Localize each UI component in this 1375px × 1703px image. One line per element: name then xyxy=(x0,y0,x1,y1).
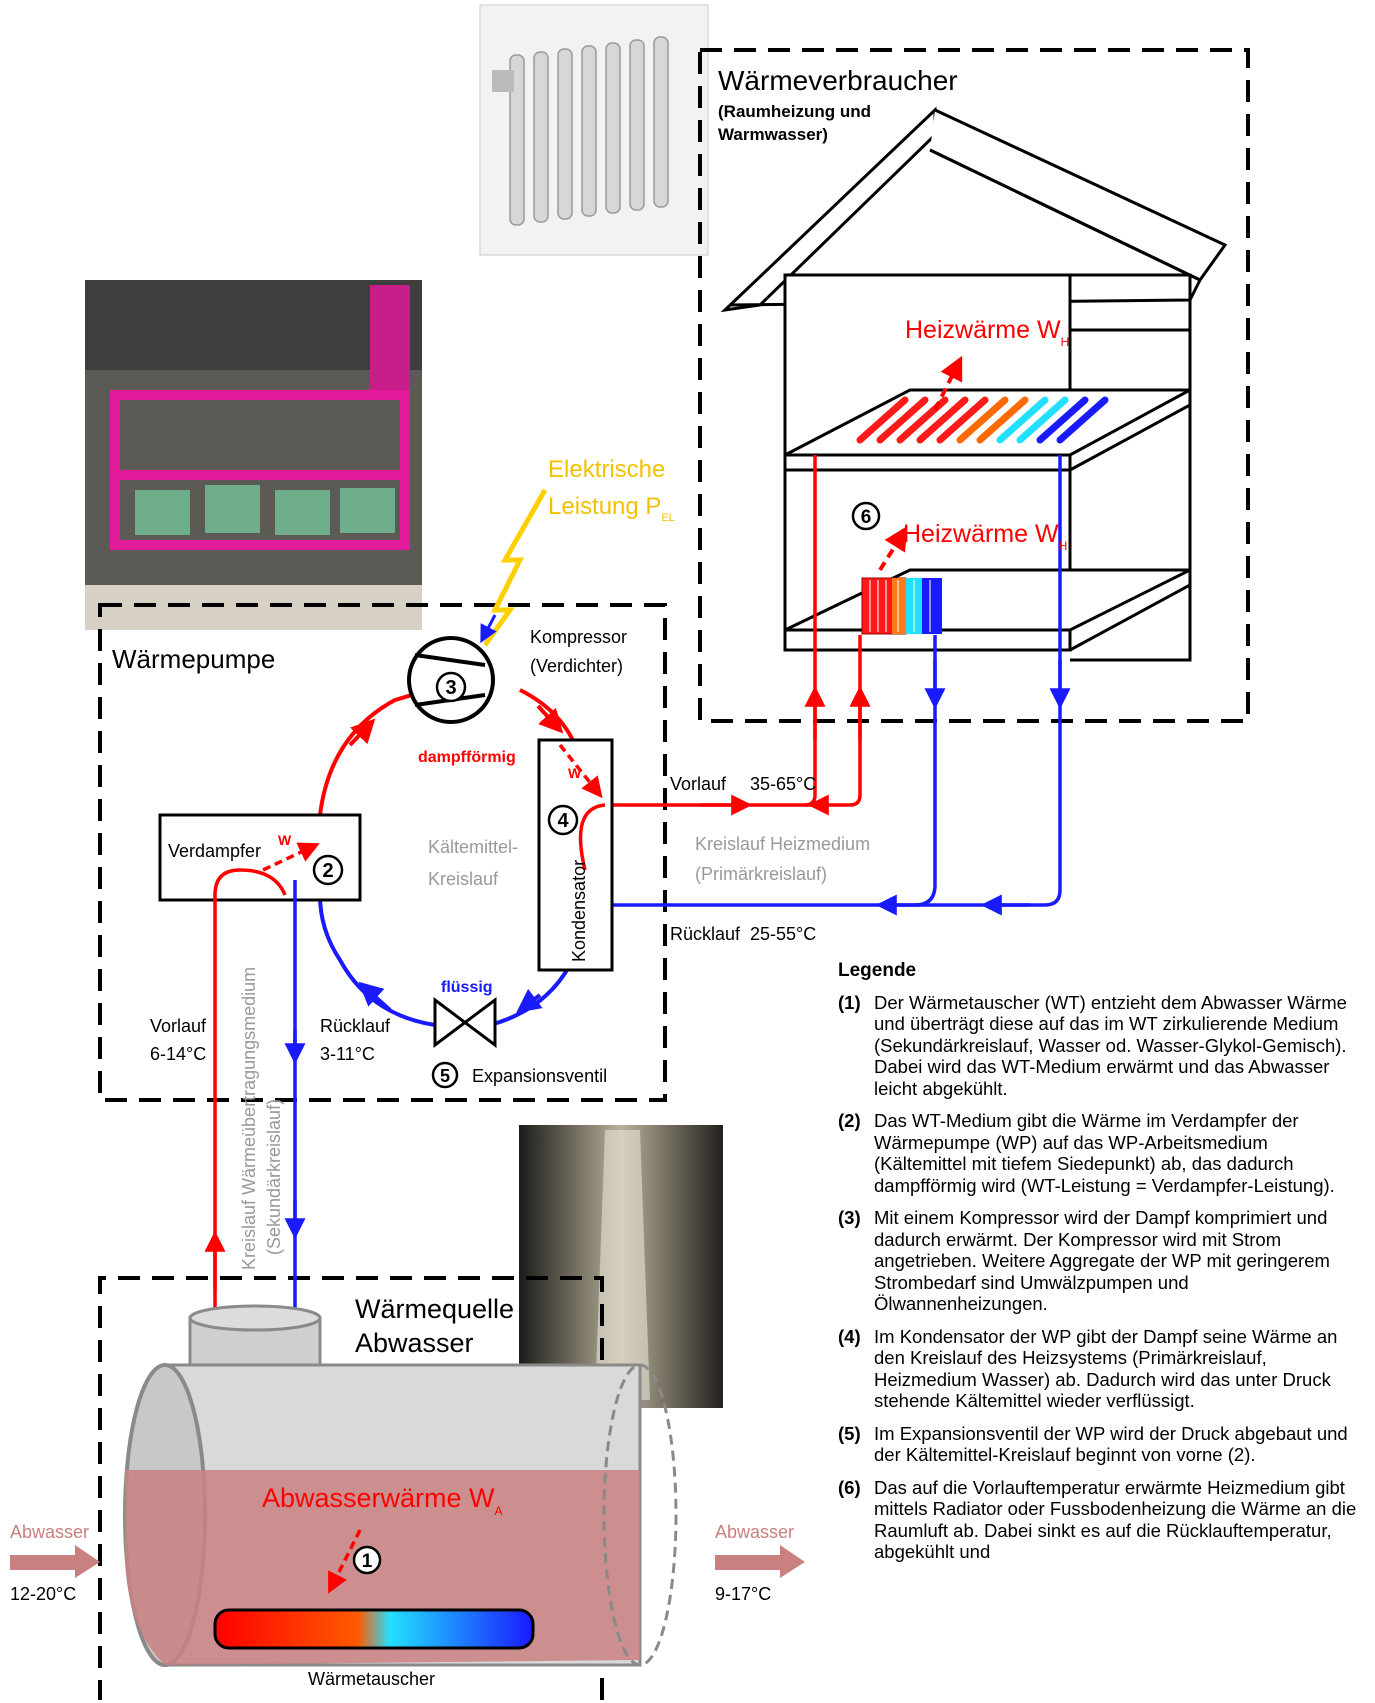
power-label-1: Elektrische xyxy=(548,456,665,483)
primary-return-label: Rücklauf xyxy=(670,924,741,944)
legend-item: (3)Mit einem Kompressor wird der Dampf k… xyxy=(838,1207,1358,1315)
sewage-in-label: Abwasser xyxy=(10,1522,89,1542)
heatpump-title: Wärmepumpe xyxy=(112,644,275,674)
legend-item: (4)Im Kondensator der WP gibt der Dampf … xyxy=(838,1326,1358,1412)
legend-text: Im Expansionsventil der WP wird der Druc… xyxy=(874,1423,1358,1466)
source-title-2: Abwasser xyxy=(355,1328,474,1358)
house xyxy=(725,110,1225,660)
secondary-supply-temp: 6-14°C xyxy=(150,1044,206,1064)
legend-num: (3) xyxy=(838,1207,874,1315)
legend-text: Im Kondensator der WP gibt der Dampf sei… xyxy=(874,1326,1358,1412)
legend-text: Das auf die Vorlauftemperatur erwärmte H… xyxy=(874,1477,1358,1563)
legend-text: Das WT-Medium gibt die Wärme im Verdampf… xyxy=(874,1110,1358,1196)
legend-num: (5) xyxy=(838,1423,874,1466)
legend-title: Legende xyxy=(838,960,1358,982)
w-evaporator: W xyxy=(278,832,292,848)
secondary-return-temp: 3-11°C xyxy=(320,1044,375,1064)
liquid-label: flüssig xyxy=(441,979,493,996)
source-title-1: Wärmequelle xyxy=(355,1294,514,1324)
sewer-heat-label: Abwasserwärme WA xyxy=(262,1483,503,1518)
legend-item: (2)Das WT-Medium gibt die Wärme im Verda… xyxy=(838,1110,1358,1196)
legend-num: (1) xyxy=(838,992,874,1100)
radiator-in-house xyxy=(862,578,942,634)
secondary-circuit-label-2: (Sekundärkreislauf) xyxy=(264,1099,284,1255)
secondary-supply-label: Vorlauf xyxy=(150,1016,207,1036)
primary-return-temp: 25-55°C xyxy=(750,924,816,944)
consumer-subtitle-1: (Raumheizung und xyxy=(718,102,871,121)
evaporator-label: Verdampfer xyxy=(168,841,261,861)
sewage-out-temp: 9-17°C xyxy=(715,1584,771,1604)
legend-text: Mit einem Kompressor wird der Dampf komp… xyxy=(874,1207,1358,1315)
sewage-out-arrow xyxy=(715,1545,805,1578)
sewage-in-temp: 12-20°C xyxy=(10,1584,76,1604)
radiator-photo xyxy=(480,5,708,255)
legend-text: Der Wärmetauscher (WT) entzieht dem Abwa… xyxy=(874,992,1358,1100)
primary-circuit-label-2: (Primärkreislauf) xyxy=(695,864,827,884)
legend-item: (5)Im Expansionsventil der WP wird der D… xyxy=(838,1423,1358,1466)
marker-5: 5 xyxy=(440,1066,450,1086)
legend-num: (6) xyxy=(838,1477,874,1563)
compressor-label-2: (Verdichter) xyxy=(530,656,623,676)
sewage-out-label: Abwasser xyxy=(715,1522,794,1542)
legend-num: (4) xyxy=(838,1326,874,1412)
compressor-label-1: Kompressor xyxy=(530,627,627,647)
primary-circuit-label-1: Kreislauf Heizmedium xyxy=(695,834,870,854)
heat-pump-photo xyxy=(85,280,422,630)
secondary-circuit-label-1: Kreislauf Wärmeübertragungsmedium xyxy=(239,967,259,1270)
legend-item: (6)Das auf die Vorlauftemperatur erwärmt… xyxy=(838,1477,1358,1563)
legend-num: (2) xyxy=(838,1110,874,1196)
marker-6: 6 xyxy=(861,507,872,528)
legend-item: (1)Der Wärmetauscher (WT) entzieht dem A… xyxy=(838,992,1358,1100)
refrigerant-label-1: Kältemittel- xyxy=(428,837,518,857)
refrigerant-label-2: Kreislauf xyxy=(428,869,499,889)
primary-supply-temp: 35-65°C xyxy=(750,774,816,794)
exchanger-label: Wärmetauscher xyxy=(308,1669,435,1689)
primary-supply-label: Vorlauf xyxy=(670,774,727,794)
sewage-in-arrow xyxy=(10,1545,100,1578)
vapor-label: dampfförmig xyxy=(418,749,516,766)
marker-1: 1 xyxy=(362,1551,373,1572)
legend: Legende (1)Der Wärmetauscher (WT) entzie… xyxy=(838,960,1358,1574)
power-label-2: Leistung PEL xyxy=(548,493,675,524)
expansion-valve xyxy=(435,1000,495,1045)
consumer-title: Wärmeverbraucher xyxy=(718,65,958,96)
valve-label: Expansionsventil xyxy=(472,1066,607,1086)
heat-exchanger xyxy=(215,1610,533,1648)
marker-2: 2 xyxy=(322,860,333,882)
secondary-return-label: Rücklauf xyxy=(320,1016,391,1036)
power-lightning-icon xyxy=(485,490,545,645)
marker-3: 3 xyxy=(445,677,456,699)
w-condenser: W xyxy=(568,765,582,781)
condenser-label: Kondensator xyxy=(569,860,589,962)
consumer-subtitle-2: Warmwasser) xyxy=(718,125,828,144)
marker-4: 4 xyxy=(557,810,569,832)
